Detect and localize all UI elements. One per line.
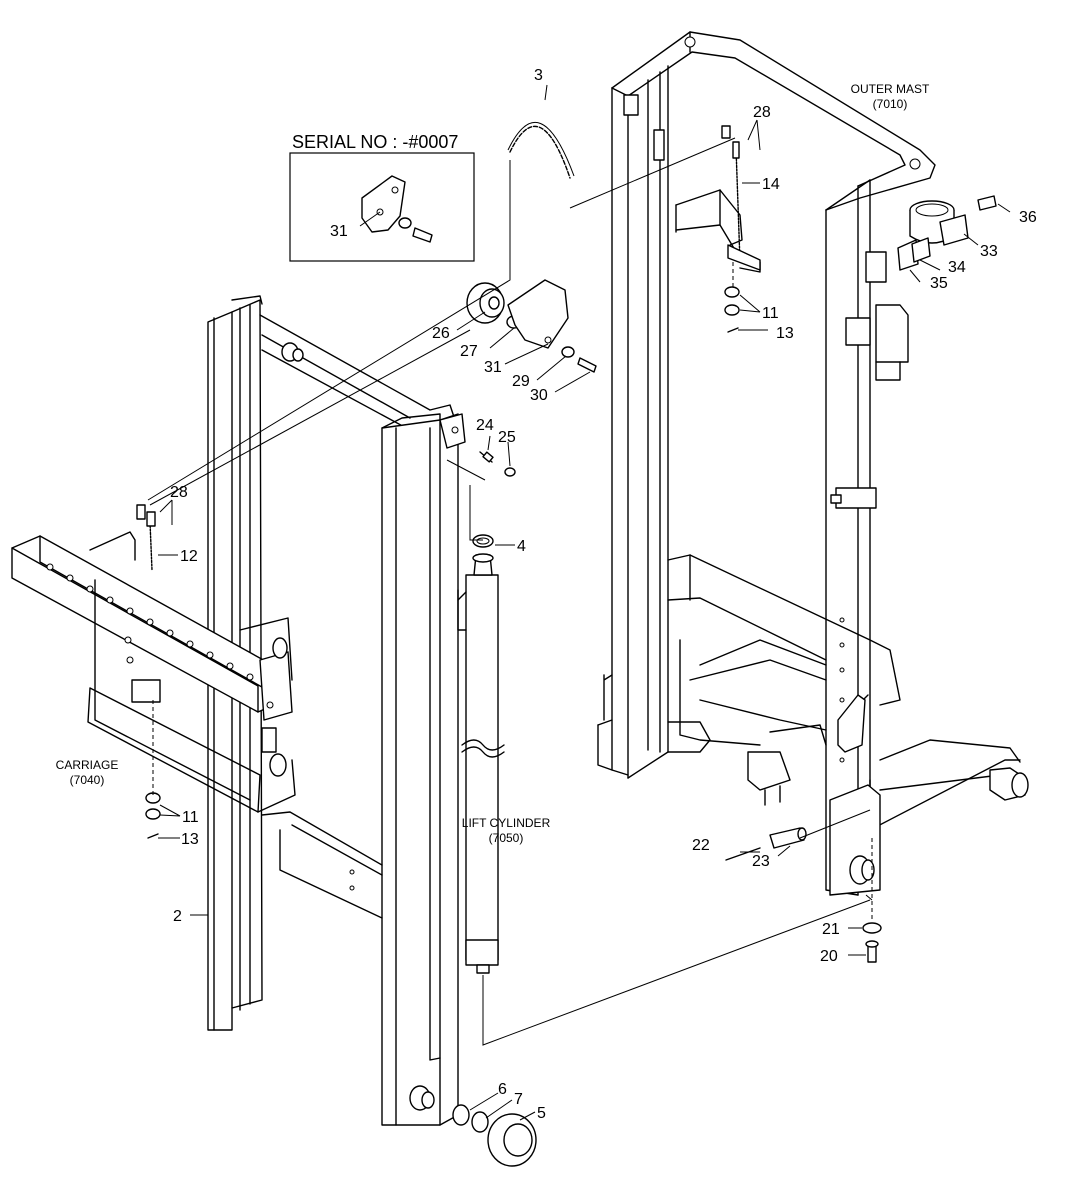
callout-28-top: 28 xyxy=(753,104,771,121)
callout-24: 24 xyxy=(476,417,494,434)
callout-numbers: 3 28 14 36 33 34 35 11 13 31 26 27 31 29… xyxy=(170,67,1037,1122)
carriage-drawing xyxy=(11,531,296,813)
callout-6: 6 xyxy=(498,1081,507,1098)
callout-pointers xyxy=(158,84,1011,1121)
callout-21: 21 xyxy=(822,921,840,938)
outer-mast-name: OUTER MAST xyxy=(851,82,930,96)
outer-mast-code: (7010) xyxy=(873,97,908,111)
lift-cylinder-name: LIFT CYLINDER xyxy=(462,816,551,830)
callout-22: 22 xyxy=(692,837,710,854)
callout-31-serial: 31 xyxy=(330,223,348,240)
carriage-code: (7040) xyxy=(70,773,105,787)
small-parts xyxy=(136,121,997,1167)
callout-13-bottom: 13 xyxy=(181,831,199,848)
callout-14: 14 xyxy=(762,176,780,193)
callout-5: 5 xyxy=(537,1105,546,1122)
callout-7: 7 xyxy=(514,1091,523,1108)
callout-29: 29 xyxy=(512,373,530,390)
inner-mast-drawing xyxy=(207,295,466,1126)
callout-2: 2 xyxy=(173,908,182,925)
callout-28-left: 28 xyxy=(170,484,188,501)
callout-27: 27 xyxy=(460,343,478,360)
callout-36: 36 xyxy=(1019,209,1037,226)
assembly-labels: OUTER MAST (7010) CARRIAGE (7040) LIFT C… xyxy=(56,82,930,845)
callout-25: 25 xyxy=(498,429,516,446)
callout-4: 4 xyxy=(517,538,526,555)
lift-cylinder-drawing xyxy=(457,534,505,974)
callout-3: 3 xyxy=(534,67,543,84)
callout-20: 20 xyxy=(820,948,838,965)
callout-33: 33 xyxy=(980,243,998,260)
lift-cylinder-code: (7050) xyxy=(489,831,524,845)
callout-26: 26 xyxy=(432,325,450,342)
callout-11-bottom: 11 xyxy=(182,809,199,826)
callout-12: 12 xyxy=(180,548,198,565)
callout-11-top: 11 xyxy=(762,305,779,322)
serial-box: SERIAL NO : -#0007 xyxy=(289,132,475,262)
callout-23: 23 xyxy=(752,853,770,870)
carriage-name: CARRIAGE xyxy=(56,758,119,772)
callout-34: 34 xyxy=(948,259,966,276)
leader-lines xyxy=(147,137,873,1046)
callout-35: 35 xyxy=(930,275,948,292)
serial-label: SERIAL NO : -#0007 xyxy=(292,132,458,152)
callout-13-top: 13 xyxy=(776,325,794,342)
callout-30: 30 xyxy=(530,387,548,404)
outer-mast-drawing xyxy=(597,31,1029,896)
callout-31: 31 xyxy=(484,359,502,376)
